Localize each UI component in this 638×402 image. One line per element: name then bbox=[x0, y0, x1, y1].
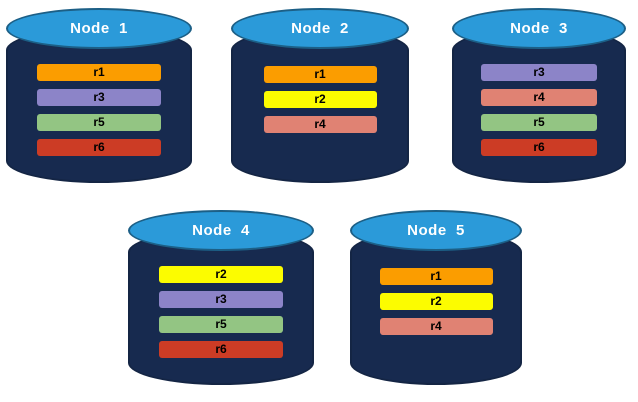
replica-bar-r2[interactable]: r2 bbox=[159, 266, 283, 283]
replica-bar-r1[interactable]: r1 bbox=[263, 66, 377, 83]
replica-bar-r6[interactable]: r6 bbox=[159, 341, 283, 358]
replica-list: r1 r2 r4 bbox=[350, 268, 522, 335]
cylinder-top-ellipse bbox=[128, 210, 314, 251]
replica-bar-r4[interactable]: r4 bbox=[379, 318, 493, 335]
node-title: Node 3 bbox=[510, 20, 568, 37]
cylinder-top-ellipse bbox=[350, 210, 522, 251]
cylinder-top-ellipse bbox=[6, 8, 192, 49]
replica-list: r3 r4 r5 r6 bbox=[452, 64, 626, 156]
replica-bar-r6[interactable]: r6 bbox=[481, 139, 597, 156]
replica-bar-r4[interactable]: r4 bbox=[481, 89, 597, 106]
replica-bar-r2[interactable]: r2 bbox=[263, 91, 377, 108]
node-title: Node 1 bbox=[70, 20, 128, 37]
replica-bar-r1[interactable]: r1 bbox=[37, 64, 161, 81]
replica-bar-r6[interactable]: r6 bbox=[37, 139, 161, 156]
cylinder-top-ellipse bbox=[452, 8, 626, 49]
replica-bar-r5[interactable]: r5 bbox=[481, 114, 597, 131]
replica-bar-r3[interactable]: r3 bbox=[481, 64, 597, 81]
replica-bar-r4[interactable]: r4 bbox=[263, 116, 377, 133]
database-node-1[interactable]: Node 1 r1 r3 r5 r6 bbox=[6, 8, 192, 183]
replica-bar-r1[interactable]: r1 bbox=[379, 268, 493, 285]
node-title: Node 4 bbox=[192, 222, 250, 239]
database-node-2[interactable]: Node 2 r1 r2 r4 bbox=[231, 8, 409, 183]
database-node-5[interactable]: Node 5 r1 r2 r4 bbox=[350, 210, 522, 385]
replica-bar-r3[interactable]: r3 bbox=[159, 291, 283, 308]
node-title: Node 2 bbox=[291, 20, 349, 37]
replica-list: r2 r3 r5 r6 bbox=[128, 266, 314, 358]
replica-bar-r2[interactable]: r2 bbox=[379, 293, 493, 310]
replica-bar-r3[interactable]: r3 bbox=[37, 89, 161, 106]
replica-bar-r5[interactable]: r5 bbox=[37, 114, 161, 131]
replica-list: r1 r2 r4 bbox=[231, 66, 409, 133]
node-title: Node 5 bbox=[407, 222, 465, 239]
database-node-4[interactable]: Node 4 r2 r3 r5 r6 bbox=[128, 210, 314, 385]
replica-list: r1 r3 r5 r6 bbox=[6, 64, 192, 156]
replica-bar-r5[interactable]: r5 bbox=[159, 316, 283, 333]
database-node-3[interactable]: Node 3 r3 r4 r5 r6 bbox=[452, 8, 626, 183]
cylinder-top-ellipse bbox=[231, 8, 409, 49]
